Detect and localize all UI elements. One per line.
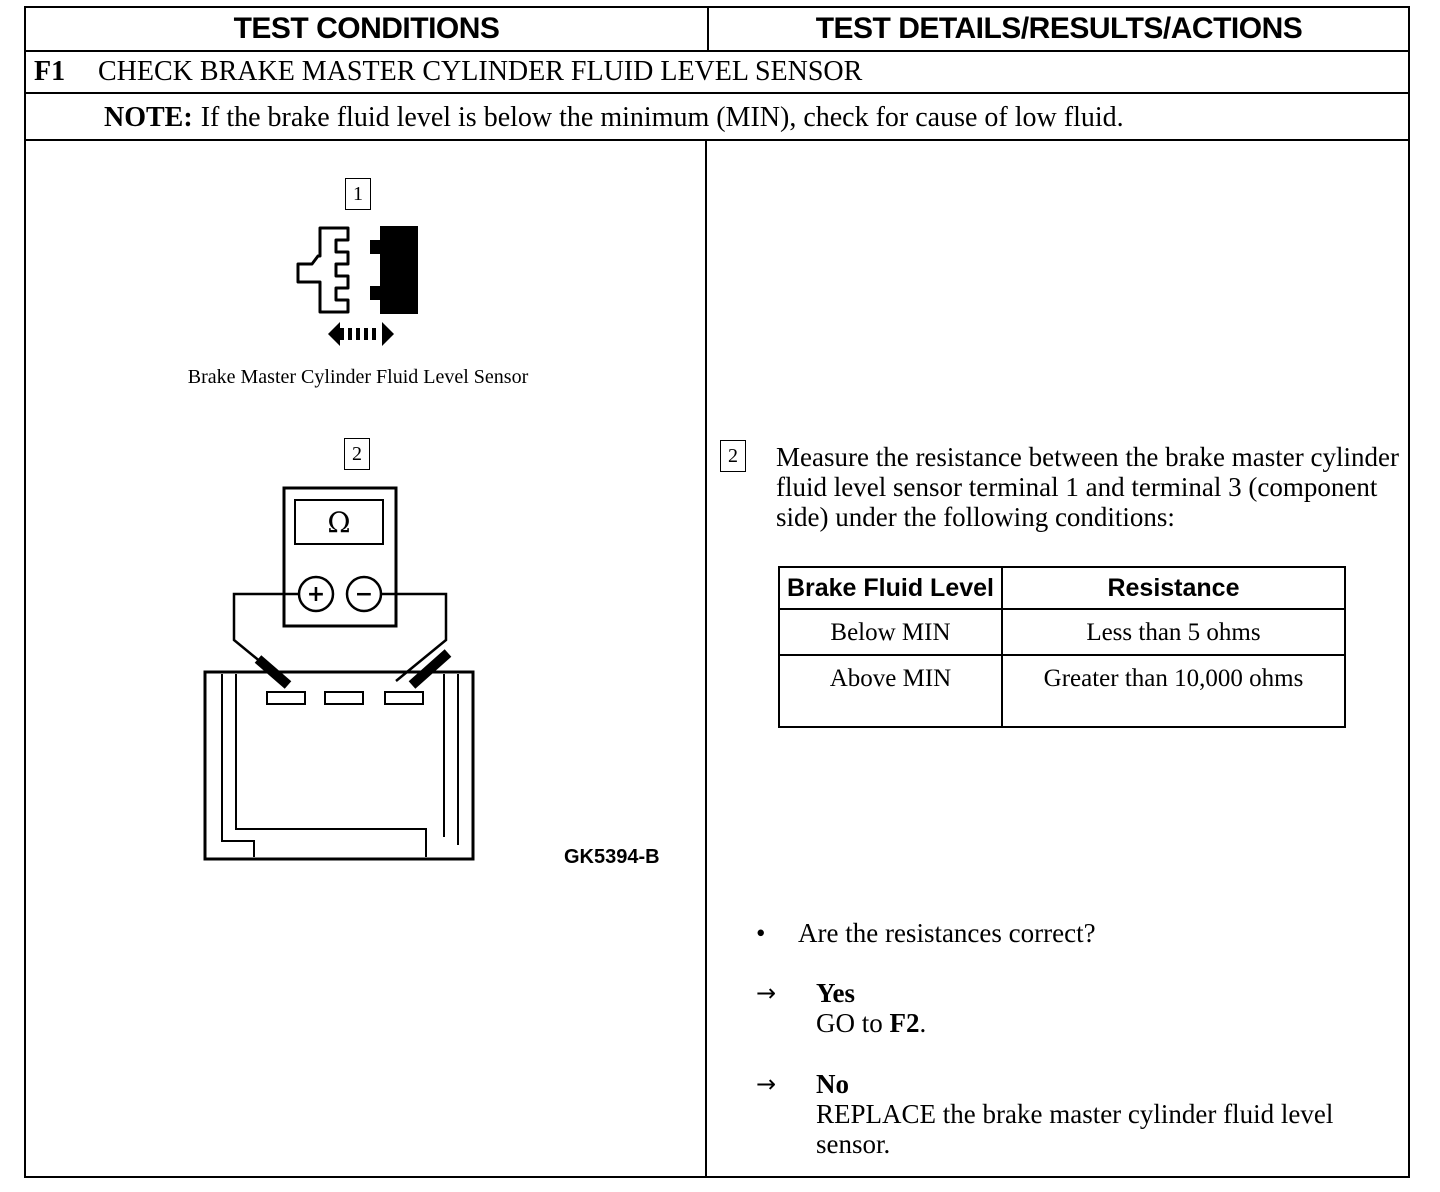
table-cell: Greater than 10,000 ohms <box>1000 654 1347 728</box>
question-text: Are the resistances correct? <box>798 918 1096 948</box>
ohm-symbol: Ω <box>327 505 351 539</box>
step-2-number: 2 <box>720 440 746 472</box>
answer-no-label: No <box>816 1069 849 1099</box>
step-2-instruction: Measure the resistance between the brake… <box>776 442 1399 532</box>
arrow-right-icon: → <box>756 1070 777 1098</box>
header-test-details: TEST DETAILS/RESULTS/ACTIONS <box>815 12 1303 45</box>
note-label: NOTE: <box>104 102 193 133</box>
header-divider <box>24 50 1410 52</box>
note-text: If the brake fluid level is below the mi… <box>200 102 1124 133</box>
test-title: CHECK BRAKE MASTER CYLINDER FLUID LEVEL … <box>98 56 863 87</box>
answer-no-action: REPLACE the brake master cylinder fluid … <box>816 1099 1334 1159</box>
note: NOTE: If the brake fluid level is below … <box>104 96 1124 140</box>
plus-terminal-symbol: + <box>306 581 326 607</box>
header-test-conditions: TEST CONDITIONS <box>233 12 500 45</box>
answer-no: → No REPLACE the brake master cylinder f… <box>756 1069 1376 1159</box>
test-title-row: F1 CHECK BRAKE MASTER CYLINDER FLUID LEV… <box>34 52 862 92</box>
header-column-divider <box>707 6 709 50</box>
figure-step-1-number: 1 <box>345 178 371 210</box>
table-header-resistance: Resistance <box>1000 566 1347 610</box>
arrow-right-icon: → <box>756 979 777 1007</box>
document-frame <box>24 6 1410 1178</box>
answer-yes-action-suffix: . <box>919 1008 927 1038</box>
answer-yes-label: Yes <box>816 978 855 1008</box>
answer-yes-action: GO to F2. <box>816 1008 1376 1038</box>
table-row: Below MIN Less than 5 ohms <box>778 608 1347 656</box>
answer-yes-action-prefix: GO to <box>816 1008 890 1038</box>
table-row: Above MIN Greater than 10,000 ohms <box>778 654 1347 728</box>
answer-yes-target: F2 <box>889 1008 920 1038</box>
connector-illustration <box>296 226 418 346</box>
note-divider <box>24 139 1410 141</box>
table-cell: Above MIN <box>778 654 1003 728</box>
table-header-fluid-level: Brake Fluid Level <box>778 566 1003 610</box>
ohmmeter-illustration <box>203 486 475 861</box>
question: • Are the resistances correct? <box>756 918 1096 949</box>
answer-yes: → Yes GO to F2. <box>756 978 1376 1038</box>
minus-terminal-symbol: − <box>354 581 374 607</box>
resistance-table: Brake Fluid Level Resistance Below MIN L… <box>778 566 1347 728</box>
table-cell: Less than 5 ohms <box>1000 608 1347 656</box>
figure-step-2-number: 2 <box>344 438 370 470</box>
bullet-icon: • <box>756 918 766 948</box>
test-id: F1 <box>34 56 66 87</box>
figure-code: GK5394-B <box>564 846 660 868</box>
table-cell: Below MIN <box>778 608 1003 656</box>
body-column-divider <box>705 139 707 1178</box>
title-divider <box>24 92 1410 94</box>
figure-caption: Brake Master Cylinder Fluid Level Sensor <box>187 366 529 388</box>
